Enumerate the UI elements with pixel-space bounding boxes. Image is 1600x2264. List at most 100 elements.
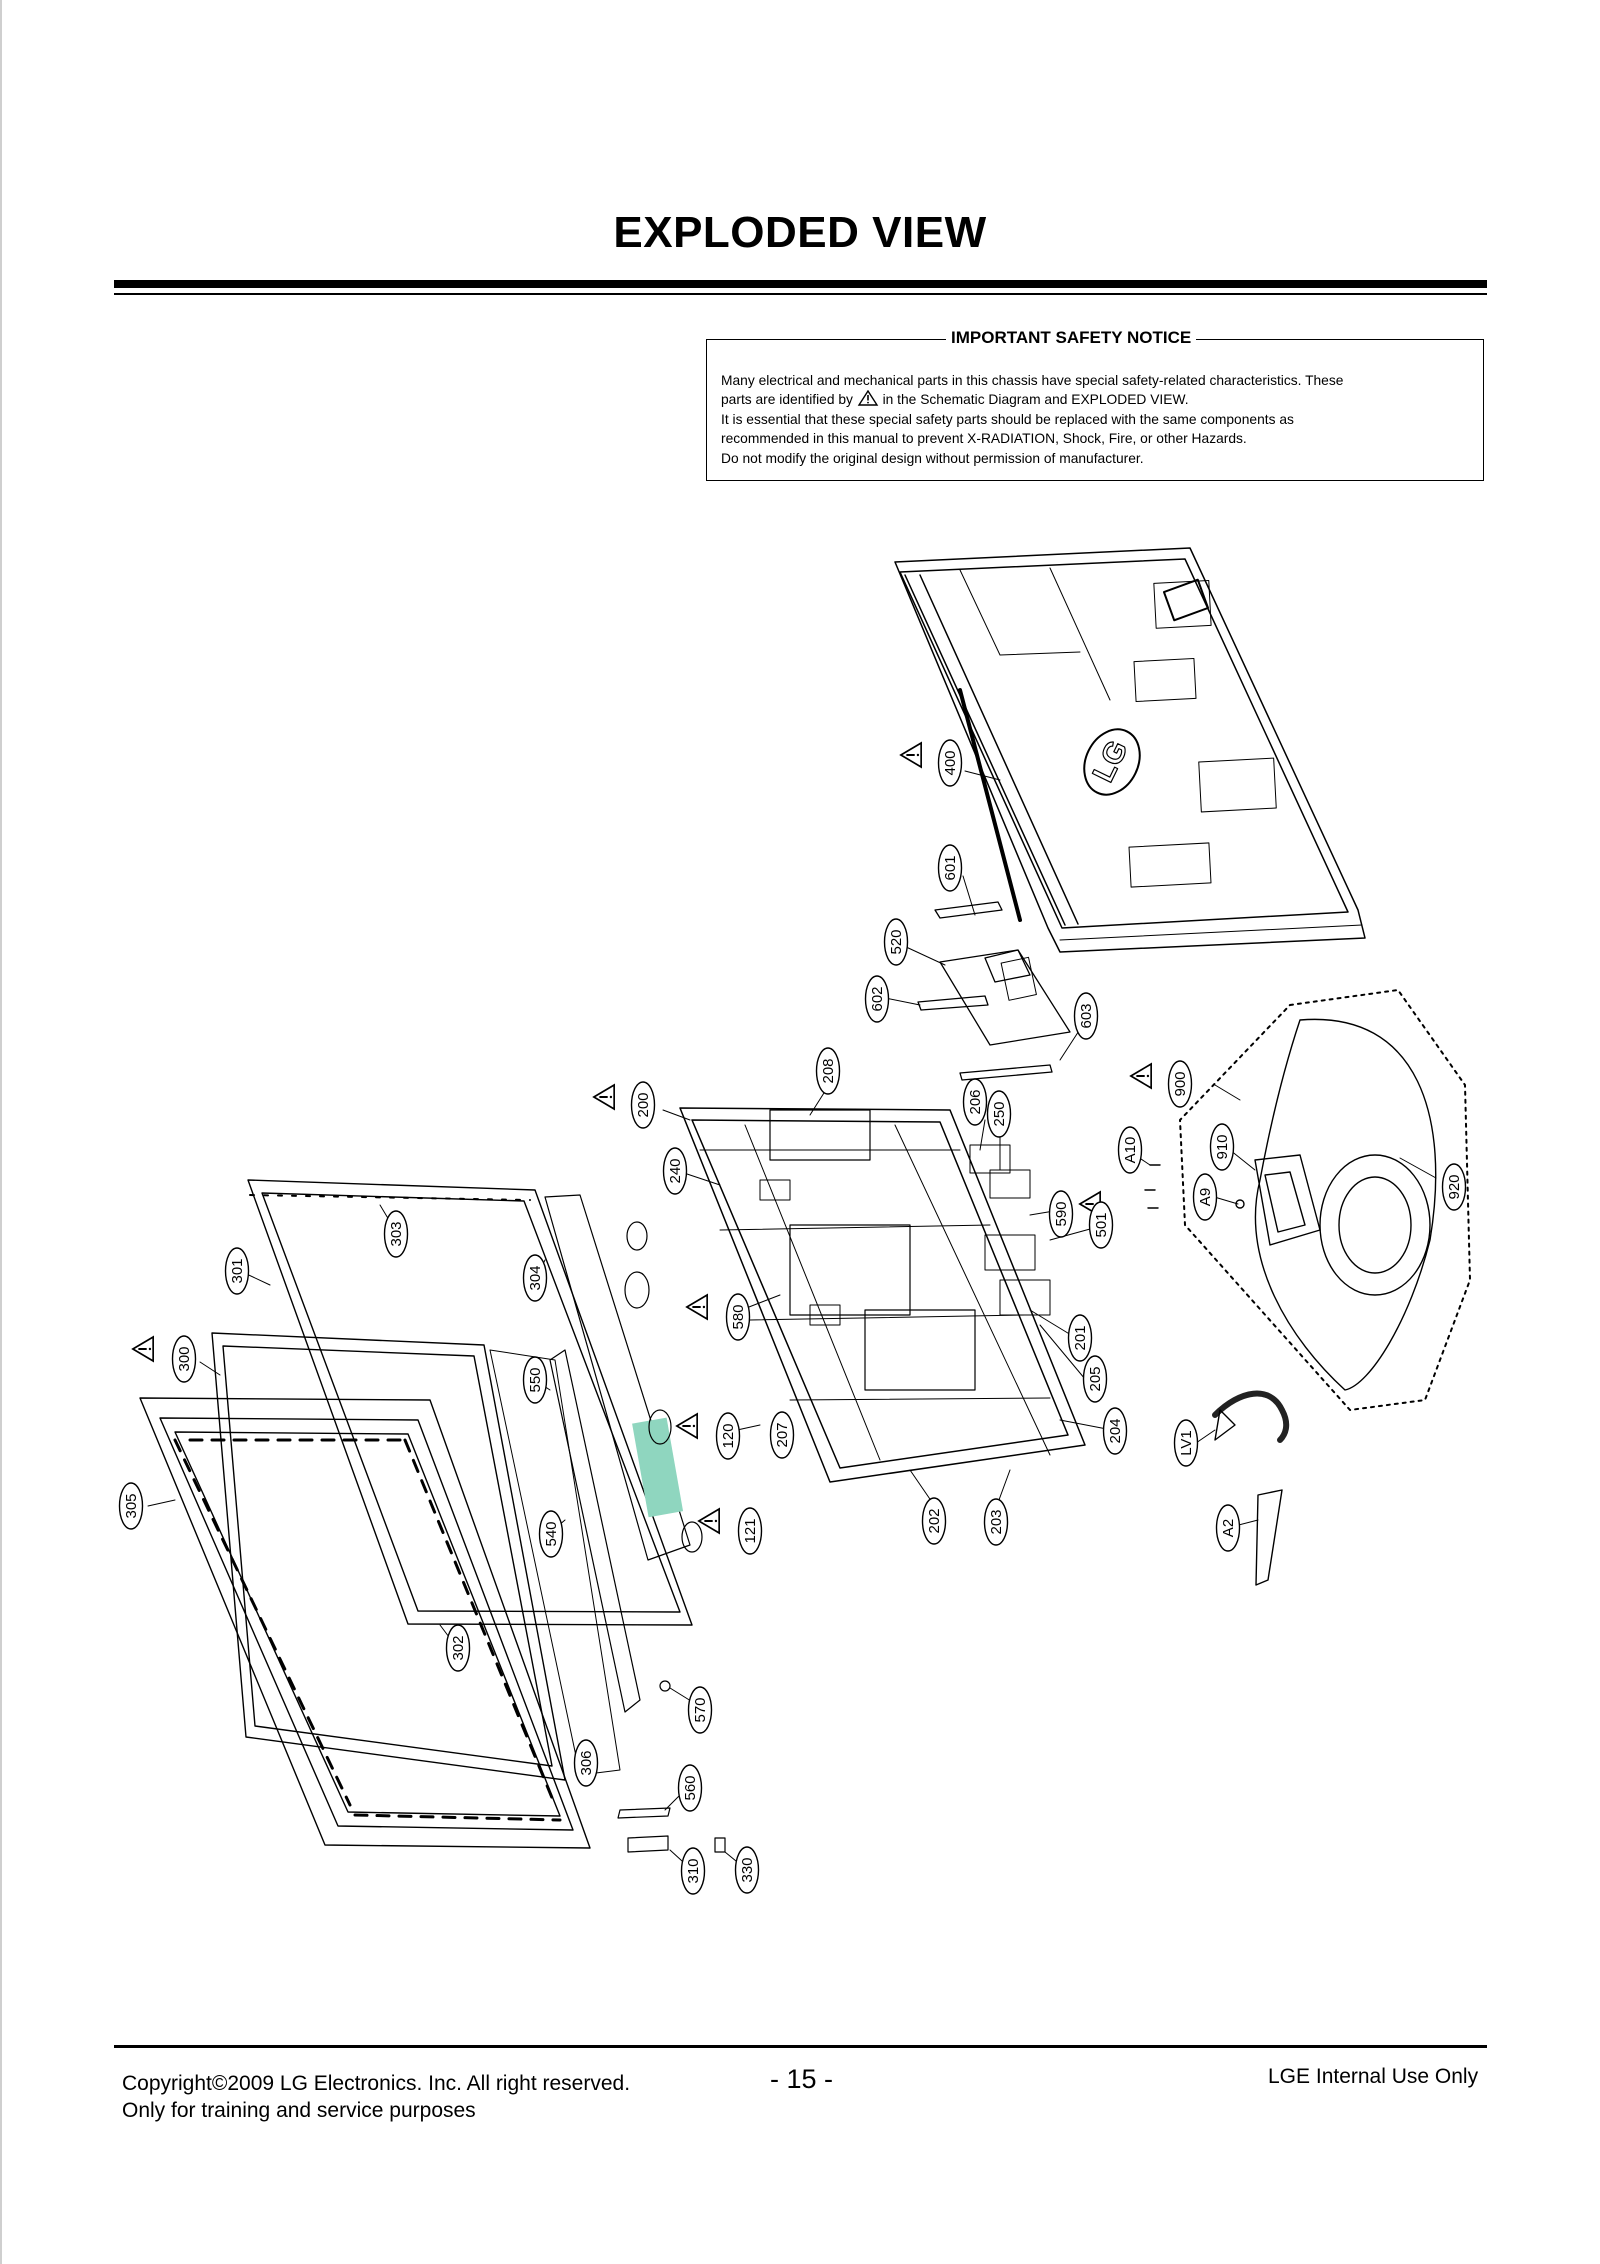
callout-bubble — [662, 1147, 688, 1195]
warning-triangle-icon — [685, 1293, 709, 1321]
callout-300: 300 — [131, 1335, 197, 1383]
callout-number: 580 — [730, 1304, 747, 1329]
callout-920: 920 — [1441, 1163, 1467, 1211]
safety-notice-title: IMPORTANT SAFETY NOTICE — [946, 328, 1197, 348]
callout-302: 302 — [445, 1624, 471, 1672]
callout-number: 207 — [774, 1422, 791, 1447]
safety-notice-body: Many electrical and mechanical parts in … — [721, 371, 1469, 468]
callout-number: A10 — [1122, 1137, 1139, 1164]
front-panel-stack — [139, 1179, 693, 1849]
callout-number: 240 — [667, 1158, 684, 1183]
back-cover: LG — [894, 547, 1366, 953]
callout-number: 306 — [578, 1750, 595, 1775]
callout-number: 550 — [527, 1367, 544, 1392]
callout-number: 520 — [888, 929, 905, 954]
notice-line-2-before: parts are identified by — [721, 392, 853, 408]
warning-triangle-icon — [697, 1507, 721, 1535]
callout-bubble — [522, 1356, 548, 1404]
callout-603: 603 — [1073, 992, 1099, 1040]
callout-number: 205 — [1087, 1366, 1104, 1391]
stand-assembly — [1144, 989, 1471, 1586]
callout-bubble — [1192, 1173, 1218, 1221]
callout-bubble — [383, 1210, 409, 1258]
callout-number: 310 — [685, 1858, 702, 1883]
title-rule-thick — [114, 280, 1487, 288]
callout-bubble — [171, 1335, 197, 1383]
callout-580: 580 — [685, 1293, 751, 1341]
callout-250: 250 — [986, 1090, 1012, 1138]
callout-501: 501 — [1088, 1201, 1114, 1249]
callout-number: 570 — [692, 1697, 709, 1722]
main-board — [917, 901, 1071, 1081]
callout-number: 900 — [1172, 1071, 1189, 1096]
callout-number: 540 — [543, 1521, 560, 1546]
callout-bubble — [538, 1510, 564, 1558]
callout-number: 303 — [388, 1221, 405, 1246]
callout-205: 205 — [1082, 1355, 1108, 1403]
callout-bubble — [1117, 1126, 1143, 1174]
callout-206: 206 — [962, 1078, 988, 1126]
callout-560: 560 — [677, 1764, 703, 1812]
callout-bubble — [883, 918, 909, 966]
callout-bubble — [1067, 1314, 1093, 1362]
callout-520: 520 — [883, 918, 909, 966]
notice-line-5: Do not modify the original design withou… — [721, 450, 1144, 466]
callout-number: 302 — [450, 1635, 467, 1660]
warning-triangle-icon — [1129, 1062, 1153, 1090]
callout-121: 121 — [697, 1507, 763, 1555]
callout-590: 590 — [1048, 1190, 1102, 1238]
callout-number: 920 — [1446, 1174, 1463, 1199]
callout-number: 301 — [229, 1258, 246, 1283]
small-parts — [617, 1221, 726, 1853]
callout-207: 207 — [769, 1411, 795, 1459]
callout-bubble — [1073, 992, 1099, 1040]
footer-purpose: Only for training and service purposes — [122, 2099, 476, 2122]
callout-number: 202 — [926, 1508, 943, 1533]
callout-900: 900 — [1129, 1060, 1193, 1108]
callout-number: 300 — [176, 1346, 193, 1371]
callout-number: 560 — [682, 1775, 699, 1800]
callout-bubble — [680, 1847, 706, 1895]
callout-bubble — [1209, 1123, 1235, 1171]
callout-number: 250 — [991, 1101, 1008, 1126]
callout-a10: A10 — [1117, 1126, 1143, 1174]
callout-bubble — [1173, 1419, 1199, 1467]
page-edge — [0, 0, 2, 2264]
callout-202: 202 — [921, 1497, 947, 1545]
callout-540: 540 — [538, 1510, 564, 1558]
callout-bubble — [962, 1078, 988, 1126]
warning-triangle-icon — [857, 390, 879, 407]
page-title: EXPLODED VIEW — [613, 208, 987, 257]
callout-number: 400 — [942, 750, 959, 775]
callout-bubble — [1441, 1163, 1467, 1211]
callout-bubble — [737, 1507, 763, 1555]
callout-number: 120 — [720, 1423, 737, 1448]
callout-number: 206 — [967, 1089, 984, 1114]
warning-triangle-icon — [131, 1335, 155, 1363]
callout-number: 330 — [739, 1857, 756, 1882]
footer-page-number: - 15 - — [770, 2064, 834, 2094]
footer-left: Copyright©2009 LG Electronics. Inc. All … — [122, 2070, 630, 2124]
callout-number: 203 — [988, 1509, 1005, 1534]
notice-line-1: Many electrical and mechanical parts in … — [721, 373, 1344, 388]
callout-bubble — [1088, 1201, 1114, 1249]
callout-910: 910 — [1209, 1123, 1235, 1171]
callout-bubble — [937, 739, 963, 787]
callout-601: 601 — [937, 844, 963, 892]
chassis-frame — [679, 1107, 1086, 1483]
callout-number: 121 — [742, 1518, 759, 1543]
callout-201: 201 — [1067, 1314, 1093, 1362]
callout-310: 310 — [680, 1847, 706, 1895]
callout-number: 601 — [942, 855, 959, 880]
footer-rule — [114, 2045, 1487, 2048]
callout-bubble — [630, 1081, 656, 1129]
callout-bubble — [522, 1254, 548, 1302]
notice-line-2-after: in the Schematic Diagram and EXPLODED VI… — [882, 392, 1189, 408]
callout-204: 204 — [1102, 1407, 1128, 1455]
footer-internal-use: LGE Internal Use Only — [1268, 2065, 1479, 2088]
callout-number: 603 — [1078, 1003, 1095, 1028]
callout-120: 120 — [675, 1412, 741, 1460]
callout-240: 240 — [662, 1147, 688, 1195]
